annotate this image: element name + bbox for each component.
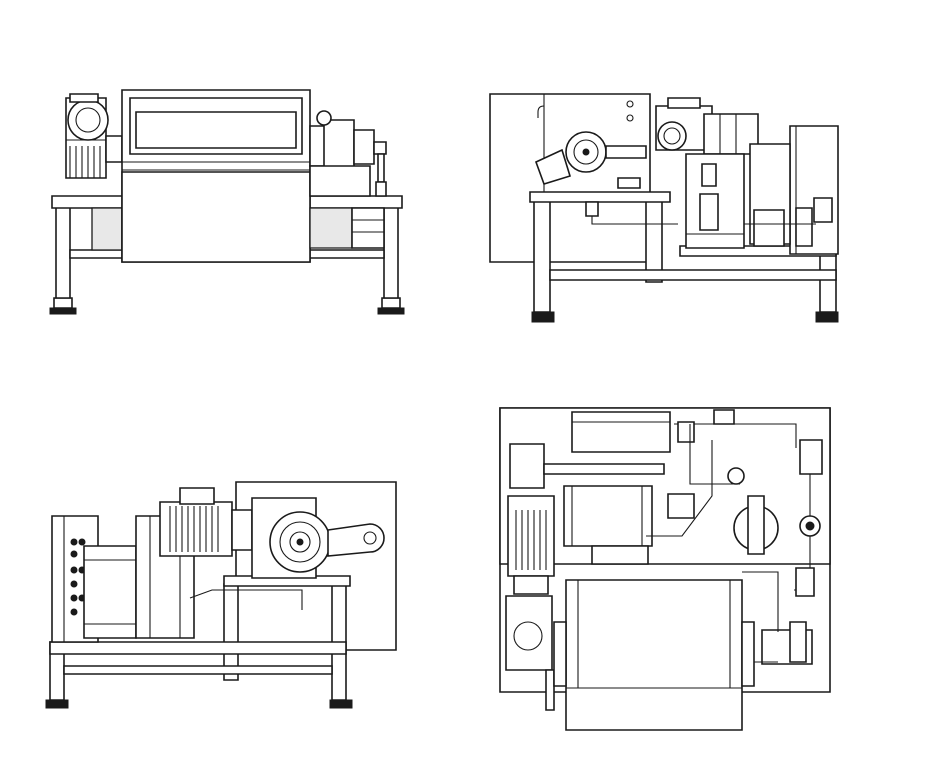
left-side-elevation-view (40, 480, 402, 716)
leveling-feet (50, 298, 404, 314)
valve-cluster (744, 198, 832, 246)
frame-legs (46, 576, 352, 708)
pump-motor (564, 486, 652, 564)
front-elevation-view (40, 80, 410, 326)
pump-motor-right (310, 111, 386, 248)
gear-motor (656, 98, 758, 154)
right-side-elevation-view (480, 84, 845, 326)
gear-motor-left (66, 94, 122, 250)
pipe-line (190, 590, 302, 610)
cover-blocks (510, 412, 670, 488)
drum-roller (554, 580, 754, 730)
electric-motor (160, 488, 252, 556)
gearbox (252, 498, 384, 578)
drive-motor (506, 496, 554, 710)
control-cabinet (750, 126, 838, 254)
pipe-fitting (586, 202, 598, 216)
pump-cylinder (686, 154, 744, 248)
piping-network (646, 410, 822, 664)
frame-legs (530, 192, 838, 322)
rotary-unit (536, 132, 646, 188)
roller-frame (122, 90, 310, 262)
top-plan-view (492, 400, 838, 740)
